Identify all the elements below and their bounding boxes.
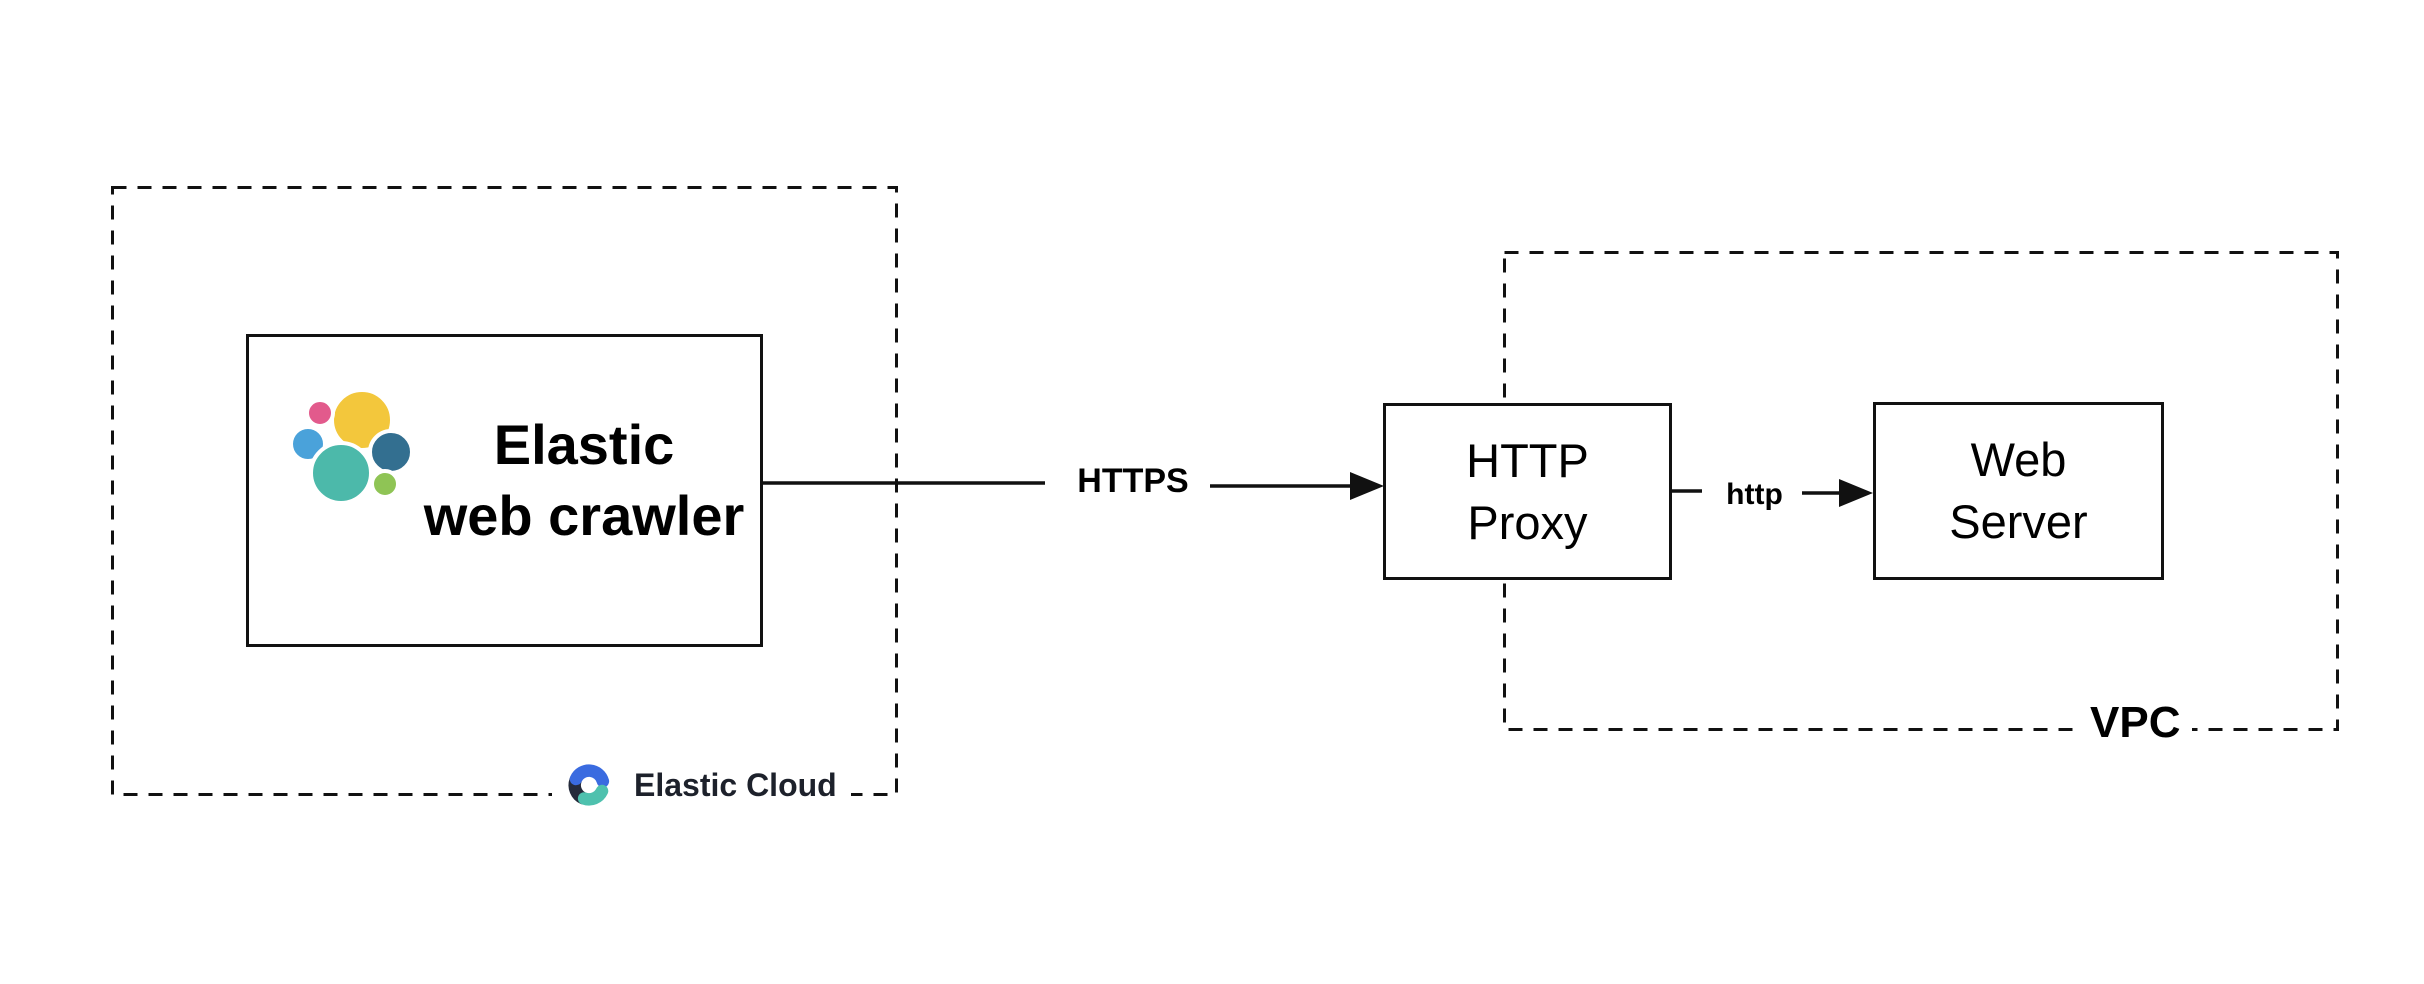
vpc-label-text: VPC: [2090, 698, 2181, 747]
proxy-label-line1: HTTP: [1466, 433, 1589, 487]
node-label-web-server: Web Server: [1949, 429, 2087, 553]
crawler-label-line1: Elastic: [493, 413, 675, 476]
elastic-cloud-logo-icon: [568, 764, 610, 806]
node-http-proxy: HTTP Proxy: [1383, 403, 1672, 580]
node-elastic-web-crawler: Elastic web crawler: [246, 334, 763, 647]
elastic-cloud-group-label: Elastic Cloud: [552, 756, 851, 814]
edge-label-http: http: [1726, 478, 1783, 511]
elastic-logo-icon: [291, 389, 414, 505]
elastic-logo-pink-blob: [305, 398, 335, 428]
node-label-elastic-web-crawler: Elastic web crawler: [409, 409, 759, 551]
edge-label-https: HTTPS: [1077, 462, 1189, 500]
elastic-cloud-logo-teal-arc: [577, 784, 609, 806]
node-web-server: Web Server: [1873, 402, 2164, 580]
server-label-line2: Server: [1949, 495, 2088, 548]
elastic-logo-teal-blob: [309, 441, 373, 505]
elastic-logo-green-blob: [370, 469, 400, 499]
crawler-label-line2: web crawler: [423, 484, 745, 547]
elastic-cloud-boundary: [111, 186, 898, 796]
elastic-cloud-label-text: Elastic Cloud: [634, 766, 837, 803]
edge-proxy-to-server-arrowhead: [1839, 479, 1873, 507]
edge-crawler-to-proxy-arrowhead: [1350, 472, 1384, 500]
proxy-label-line2: Proxy: [1467, 495, 1588, 549]
vpc-group-label: VPC: [2078, 698, 2193, 747]
elastic-logo-darkblue-blob: [368, 429, 414, 475]
node-label-http-proxy: HTTP Proxy: [1466, 430, 1589, 554]
elastic-cloud-logo-blue-arc: [569, 764, 610, 788]
server-label-line1: Web: [1970, 433, 2067, 486]
